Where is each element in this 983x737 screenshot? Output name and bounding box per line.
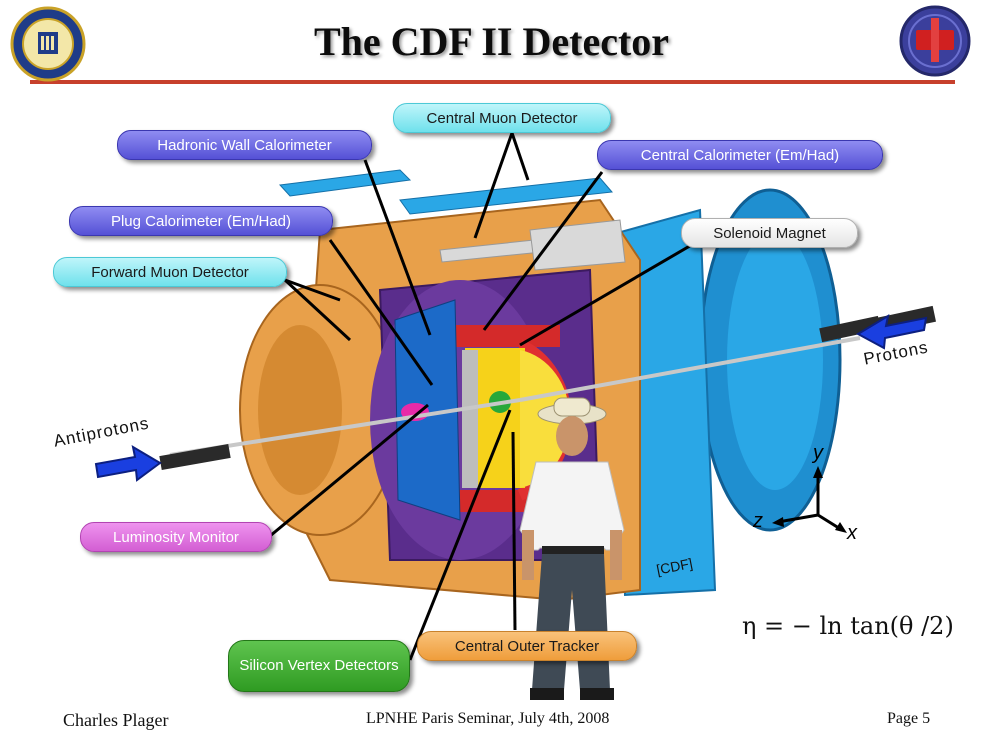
axis-label-x: x — [847, 522, 857, 544]
label-central-muon-detector: Central Muon Detector — [393, 103, 611, 133]
footer-page-number: Page 5 — [887, 710, 931, 727]
antiproton-arrow-icon — [94, 444, 162, 482]
label-solenoid-magnet: Solenoid Magnet — [681, 218, 858, 248]
pseudorapidity-formula: η = − ln tan(θ /2) — [742, 612, 954, 640]
footer-event: LPNHE Paris Seminar, July 4th, 2008 — [366, 710, 610, 727]
page-title: The CDF II Detector — [313, 19, 670, 64]
label-silicon-vertex-detectors: Silicon Vertex Detectors — [228, 640, 410, 692]
label-central-outer-tracker: Central Outer Tracker — [417, 631, 637, 661]
label-luminosity-monitor: Luminosity Monitor — [80, 522, 272, 552]
label-central-calorimeter: Central Calorimeter (Em/Had) — [597, 140, 883, 170]
label-forward-muon-detector: Forward Muon Detector — [53, 257, 287, 287]
cdf-logo-icon — [899, 5, 971, 77]
ucla-seal-icon — [10, 6, 86, 82]
footer-author: Charles Plager — [63, 710, 169, 730]
label-plug-calorimeter: Plug Calorimeter (Em/Had) — [69, 206, 333, 236]
label-hadronic-wall-calorimeter: Hadronic Wall Calorimeter — [117, 130, 372, 160]
axis-label-y: y — [813, 442, 823, 464]
proton-arrow-icon — [855, 313, 928, 350]
title-rule — [30, 80, 955, 84]
axis-label-z: z — [753, 510, 763, 532]
